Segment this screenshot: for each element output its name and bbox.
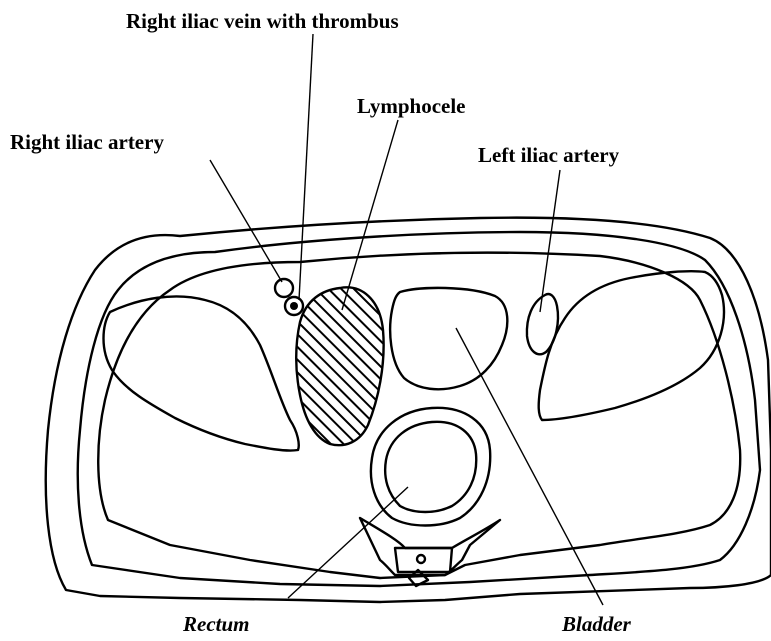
lymphocele (296, 287, 383, 445)
coccyx (395, 548, 452, 572)
outer-body-contour (46, 218, 771, 602)
left-iliac-artery-vessel (527, 294, 558, 354)
pelvic-cavity-contour (98, 253, 740, 578)
rectum-lumen (385, 422, 476, 512)
leader-lymphocele (342, 120, 398, 310)
thrombus (290, 302, 298, 310)
right-ilium (104, 296, 299, 450)
sacral-foramen (417, 555, 425, 563)
bladder (390, 288, 507, 389)
leader-rectum (288, 487, 408, 598)
leader-right-iliac-artery (210, 160, 282, 282)
rectum-wall (371, 408, 490, 526)
right-iliac-artery-vessel (275, 279, 293, 297)
leader-left-iliac-artery (540, 170, 560, 312)
